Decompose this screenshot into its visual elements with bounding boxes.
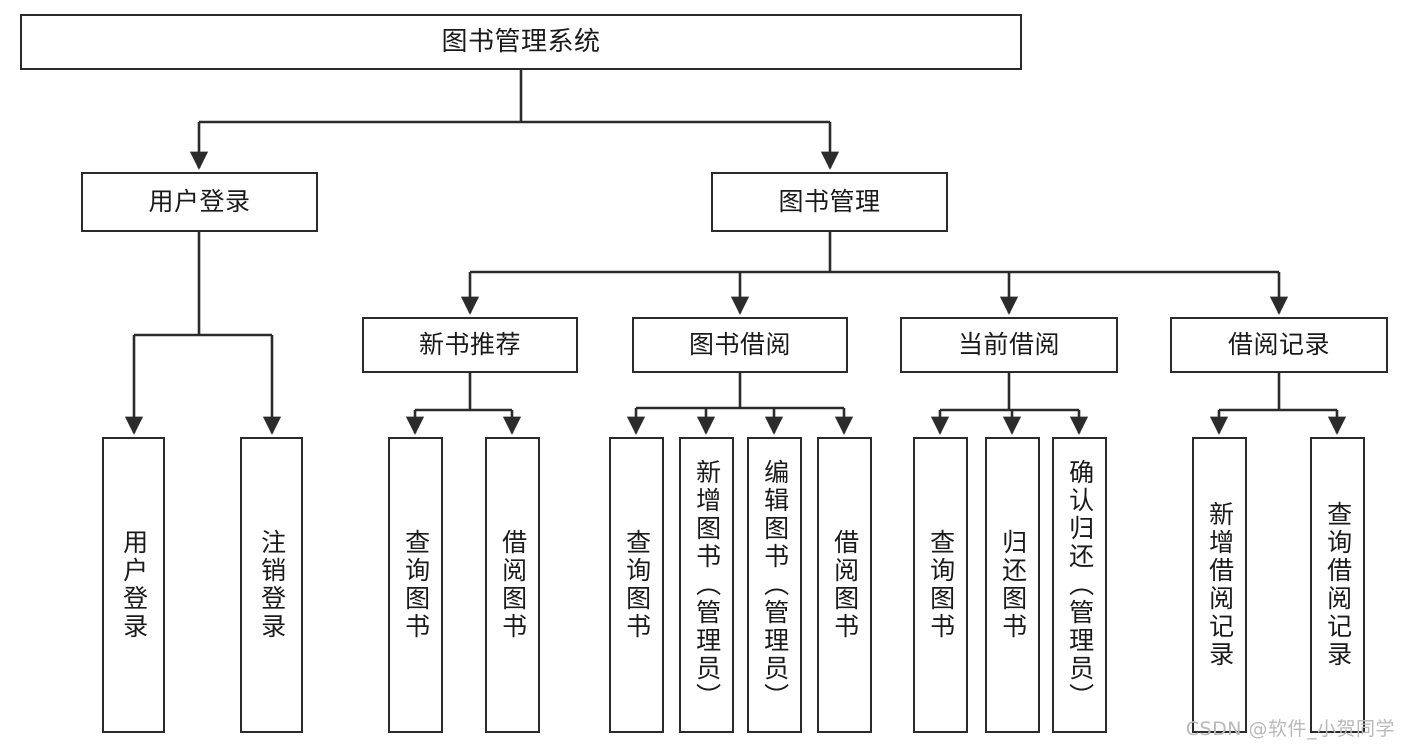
node-leaf-lend-book[interactable]: 借阅图书 xyxy=(817,437,872,733)
node-label: 用户登录 xyxy=(148,187,251,217)
node-label: 借阅图书 xyxy=(498,529,528,641)
node-label: 注销登录 xyxy=(257,529,287,641)
node-user-login[interactable]: 用户登录 xyxy=(81,172,318,232)
node-label: 查询图书 xyxy=(926,529,956,641)
node-book-management[interactable]: 图书管理 xyxy=(711,172,948,232)
node-label: 新增图书（管理员） xyxy=(692,459,722,711)
node-leaf-edit-book-admin[interactable]: 编辑图书（管理员） xyxy=(747,437,802,733)
node-leaf-return-book[interactable]: 归还图书 xyxy=(985,437,1040,733)
node-leaf-query-borrow-record[interactable]: 查询借阅记录 xyxy=(1310,437,1365,733)
node-root-system[interactable]: 图书管理系统 xyxy=(20,14,1022,70)
node-leaf-query-book-new[interactable]: 查询图书 xyxy=(388,437,443,733)
node-leaf-confirm-return-admin[interactable]: 确认归还（管理员） xyxy=(1052,437,1107,733)
watermark: CSDN @软件_小贺同学 xyxy=(1185,718,1395,740)
node-label: 归还图书 xyxy=(998,529,1028,641)
node-book-borrow[interactable]: 图书借阅 xyxy=(632,317,848,373)
node-label: 借阅图书 xyxy=(830,529,860,641)
node-leaf-user-login[interactable]: 用户登录 xyxy=(102,437,165,733)
node-leaf-borrow-book-new[interactable]: 借阅图书 xyxy=(485,437,540,733)
node-label: 新书推荐 xyxy=(418,330,521,360)
node-label: 借阅记录 xyxy=(1227,330,1330,360)
node-leaf-add-borrow-record[interactable]: 新增借阅记录 xyxy=(1192,437,1247,733)
node-label: 确认归还（管理员） xyxy=(1065,459,1095,711)
node-new-book-recommend[interactable]: 新书推荐 xyxy=(362,317,578,373)
node-leaf-logout[interactable]: 注销登录 xyxy=(240,437,303,733)
node-label: 查询图书 xyxy=(401,529,431,641)
node-label: 图书管理系统 xyxy=(441,26,601,57)
node-label: 编辑图书（管理员） xyxy=(760,459,790,711)
node-label: 查询图书 xyxy=(622,529,652,641)
node-label: 新增借阅记录 xyxy=(1205,501,1235,669)
node-current-borrow[interactable]: 当前借阅 xyxy=(900,317,1118,373)
node-label: 当前借阅 xyxy=(957,330,1060,360)
node-leaf-query-book-current[interactable]: 查询图书 xyxy=(913,437,968,733)
node-leaf-add-book-admin[interactable]: 新增图书（管理员） xyxy=(679,437,734,733)
node-label: 图书借阅 xyxy=(688,330,791,360)
node-label: 查询借阅记录 xyxy=(1323,501,1353,669)
node-borrow-records[interactable]: 借阅记录 xyxy=(1170,317,1388,373)
node-leaf-query-book-borrow[interactable]: 查询图书 xyxy=(609,437,664,733)
node-label: 用户登录 xyxy=(119,529,149,641)
node-label: 图书管理 xyxy=(778,187,881,217)
